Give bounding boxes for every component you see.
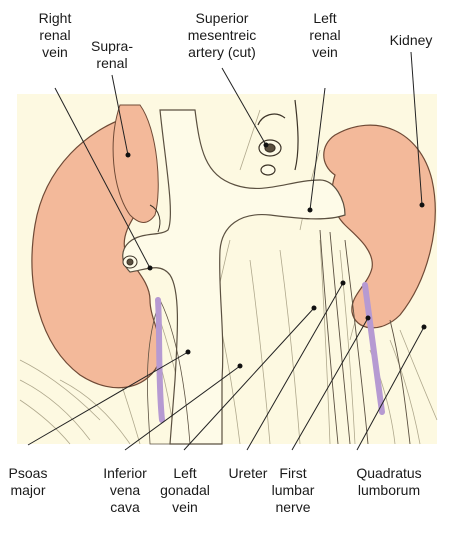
label-quadratus-lumborum: Quadratus lumborum — [346, 465, 432, 499]
right-ureter — [158, 300, 162, 420]
label-left-renal-vein: Left renal vein — [303, 10, 347, 61]
label-superior-mesenteric-artery: Superior mesentreic artery (cut) — [175, 10, 269, 61]
label-inferior-vena-cava: Inferior vena cava — [94, 465, 156, 516]
label-ureter: Ureter — [225, 465, 271, 482]
label-left-gonadal-vein: Left gonadal vein — [158, 465, 212, 516]
label-first-lumbar-nerve: First lumbar nerve — [268, 465, 318, 516]
label-suprarenal: Supra- renal — [85, 38, 139, 72]
label-kidney: Kidney — [385, 32, 437, 49]
label-psoas-major: Psoas major — [4, 465, 52, 499]
label-right-renal-vein: Right renal vein — [30, 10, 80, 61]
